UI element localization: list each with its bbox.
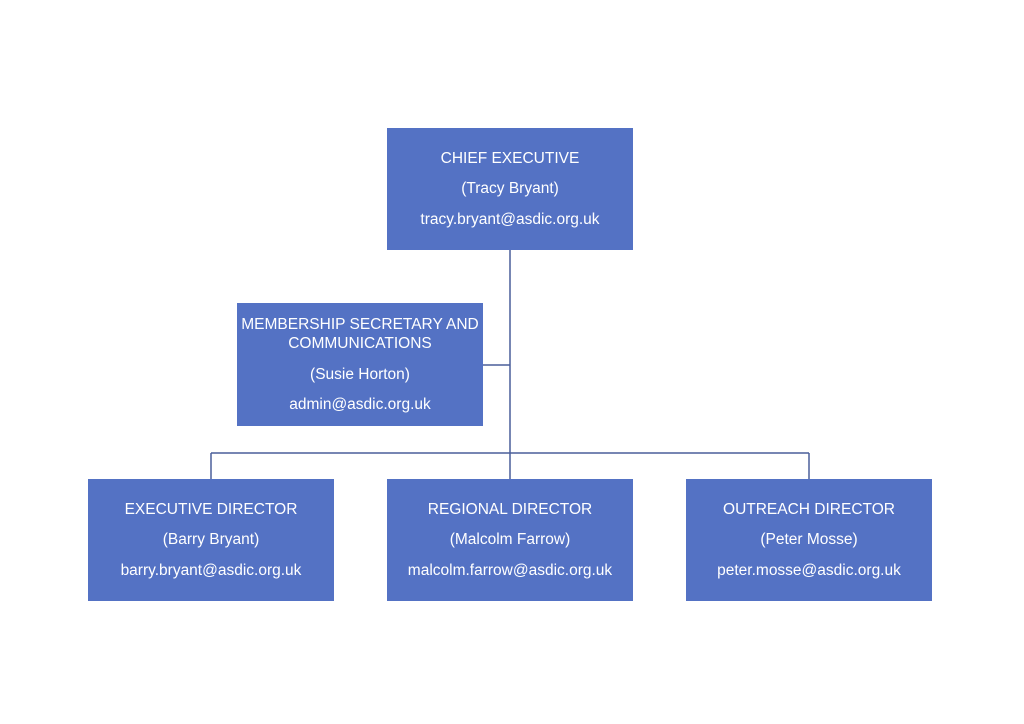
node-email: admin@asdic.org.uk [289,395,431,413]
node-person: (Barry Bryant) [162,531,260,549]
node-membership-secretary: MEMBERSHIP SECRETARY AND COMMUNICATIONS … [237,303,483,426]
node-email: peter.mosse@asdic.org.uk [717,561,901,579]
node-person: (Malcolm Farrow) [449,531,571,549]
node-outreach-director: OUTREACH DIRECTOR (Peter Mosse) peter.mo… [686,479,932,601]
node-email: tracy.bryant@asdic.org.uk [420,210,600,228]
node-person: (Susie Horton) [310,365,410,383]
node-email: malcolm.farrow@asdic.org.uk [407,561,613,579]
node-role: EXECUTIVE DIRECTOR [124,500,298,518]
node-role: CHIEF EXECUTIVE [440,149,580,167]
node-executive-director: EXECUTIVE DIRECTOR (Barry Bryant) barry.… [88,479,334,601]
node-role: OUTREACH DIRECTOR [723,500,895,518]
node-role: MEMBERSHIP SECRETARY AND COMMUNICATIONS [241,315,479,353]
node-person: (Tracy Bryant) [461,180,559,198]
node-role: REGIONAL DIRECTOR [427,500,593,518]
node-chief-executive: CHIEF EXECUTIVE (Tracy Bryant) tracy.bry… [387,128,633,250]
node-email: barry.bryant@asdic.org.uk [120,561,302,579]
node-regional-director: REGIONAL DIRECTOR (Malcolm Farrow) malco… [387,479,633,601]
node-person: (Peter Mosse) [760,531,858,549]
